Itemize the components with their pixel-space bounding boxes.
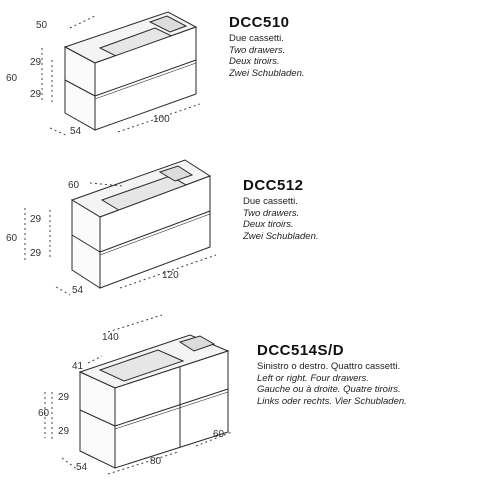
description-fr: Deux tiroirs. — [229, 56, 280, 67]
description-fr: Deux tiroirs. — [243, 219, 294, 230]
product-code: DCC510 — [229, 14, 290, 31]
dim-dcc510-drawer-top: 29 — [30, 57, 42, 68]
description-en: Left or right. Four drawers. — [257, 372, 369, 384]
description-en: Two drawers. — [243, 207, 300, 219]
dim-dcc514-total-width: 140 — [102, 332, 119, 343]
cabinet-dcc510 — [63, 11, 198, 131]
description-it: Due cassetti. — [243, 196, 298, 207]
dim-dcc510-drawer-bottom: 29 — [30, 89, 42, 100]
dim-dcc514-basin: 41 — [72, 361, 84, 372]
dim-dcc512-height: 60 — [6, 233, 18, 244]
description-it: Sinistro o destro. Quattro cassetti. — [257, 361, 401, 372]
description-de: Zwei Schubladen. — [229, 67, 305, 79]
cabinet-dcc512 — [70, 159, 212, 289]
dim-dcc514-width-left: 80 — [150, 456, 162, 467]
description-fr: Gauche ou à droite. Quatre tiroirs. — [257, 384, 401, 395]
product-info-dcc514: DCC514S/D Sinistro o destro. Quattro cas… — [257, 342, 407, 407]
dim-dcc512-width: 120 — [162, 270, 179, 281]
description-en: Two drawers. — [229, 44, 286, 56]
dim-dcc512-drawer-top: 29 — [30, 214, 42, 225]
product-info-dcc510: DCC510 Due cassetti. Two drawers. Deux t… — [229, 14, 305, 79]
dim-dcc510-depth: 54 — [70, 126, 82, 137]
dim-dcc514-depth: 54 — [76, 462, 88, 473]
dim-dcc514-drawer-bottom: 29 — [58, 426, 70, 437]
dim-dcc514-height: 60 — [38, 408, 50, 419]
dim-dcc512-drawer-bottom: 29 — [30, 248, 42, 259]
dim-dcc512-basin: 60 — [68, 180, 80, 191]
cabinet-dcc514 — [78, 334, 230, 469]
product-info-dcc512: DCC512 Due cassetti. Two drawers. Deux t… — [243, 177, 319, 242]
dim-dcc514-drawer-top: 29 — [58, 392, 70, 403]
dim-dcc512-depth: 54 — [72, 285, 84, 296]
description-it: Due cassetti. — [229, 33, 284, 44]
dim-dcc514-width-right: 60 — [213, 429, 225, 440]
product-code: DCC512 — [243, 177, 304, 194]
product-code: DCC514S/D — [257, 342, 345, 359]
description-de: Zwei Schubladen. — [243, 230, 319, 242]
dim-dcc510-height: 60 — [6, 73, 18, 84]
description-de: Links oder rechts. Vier Schubladen. — [257, 395, 407, 407]
dim-dcc510-basin: 50 — [36, 20, 48, 31]
dim-dcc510-width: 100 — [153, 114, 170, 125]
